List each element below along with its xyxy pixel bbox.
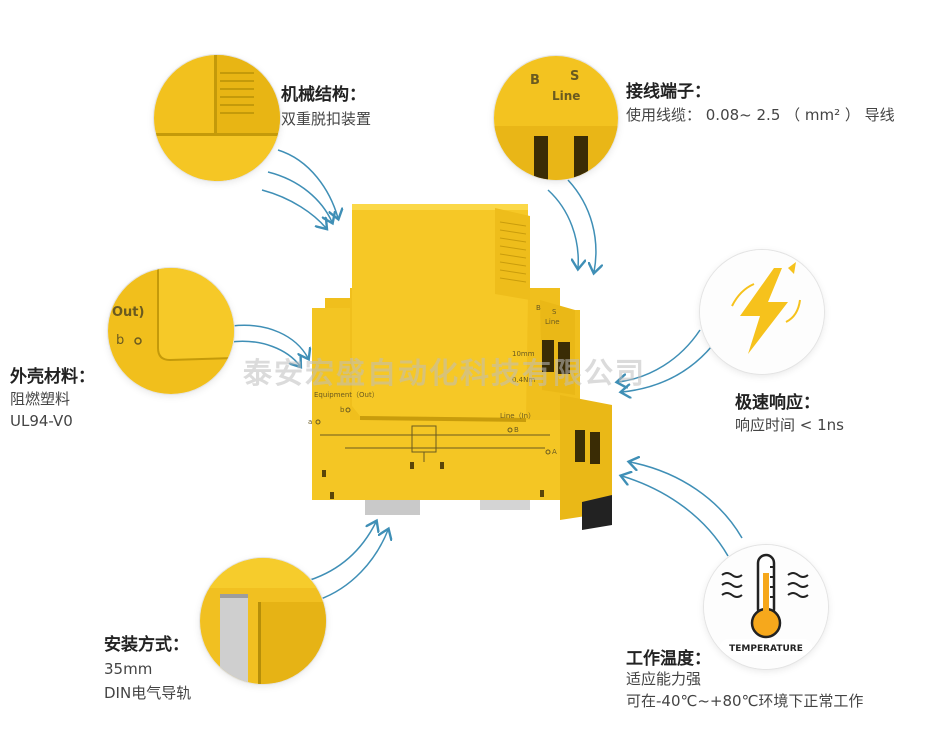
zoom-housing-b: b (116, 333, 124, 348)
zoom-housing-out: Out) (112, 305, 144, 320)
lower-terminal-block (560, 395, 612, 520)
grip-ribs (499, 221, 527, 283)
line-top-label: Line (545, 318, 560, 326)
temperature-title: 工作温度： (626, 649, 711, 669)
thermometer-icon (750, 553, 782, 639)
equipment-label: Equipment（Out） (314, 391, 379, 399)
zoom-circle-terminal: B S Line (494, 56, 618, 180)
housing-desc-1: 阻燃塑料 (10, 390, 71, 408)
company-watermark: 泰安宏盛自动化科技有限公司 (243, 356, 647, 390)
terminal-s-top: S (552, 308, 557, 316)
zoom-circle-temperature: TEMPERATURE (704, 545, 828, 669)
housing-desc-2: UL94-V0 (10, 412, 73, 430)
circuit-diagram (320, 425, 550, 462)
surge-protector-device: Equipment（Out） Line（In） a b B A 10mm 0.4… (308, 204, 612, 530)
terminal-B-label: B (514, 426, 519, 434)
terminal-b-top: B (536, 304, 541, 312)
lightning-icon (740, 268, 788, 354)
arrow-temperature-2 (622, 476, 729, 557)
housing-title: 外壳材料： (10, 367, 95, 387)
terminal-desc: 使用线缆： 0.08~ 2.5 （ mm² ） 导线 (626, 106, 895, 124)
spec-nm-label: 0.4Nm (512, 376, 535, 384)
plug-module (352, 204, 528, 418)
zoom-terminal-b: B (530, 73, 540, 88)
line-label: Line（In） (500, 412, 535, 420)
lower-terminal-slot-2 (590, 432, 600, 464)
mounting-title: 安装方式： (104, 635, 189, 655)
terminal-b-label: b (340, 406, 345, 414)
lower-terminal-slot (575, 430, 585, 462)
response-desc: 响应时间 < 1ns (735, 416, 844, 434)
terminal-A-label: A (552, 448, 557, 456)
din-clip-lever (582, 495, 612, 530)
mechanical-title: 机械结构： (281, 85, 366, 105)
temperature-badge: TEMPERATURE (729, 644, 803, 654)
arrow-temperature (630, 462, 743, 539)
mounting-desc-1: 35mm (104, 660, 153, 678)
temperature-desc-2: 可在-40℃~+80℃环境下正常工作 (626, 692, 864, 710)
upper-terminal-slot-2 (558, 342, 570, 374)
heat-waves-icon (721, 572, 809, 598)
zoom-circle-mechanical (154, 55, 280, 181)
zoom-terminal-s: S (570, 69, 579, 84)
zoom-circle-mounting (200, 558, 326, 684)
temperature-desc-1: 适应能力强 (626, 670, 702, 688)
terminal-a-label: a (308, 418, 312, 426)
terminal-title: 接线端子： (626, 82, 711, 102)
base-vents (322, 462, 544, 499)
spec-mm-label: 10mm (512, 350, 535, 358)
mechanical-desc: 双重脱扣装置 (281, 110, 372, 128)
arrow-mounting-2 (317, 530, 388, 601)
zoom-terminal-line: Line (552, 89, 580, 103)
mounting-desc-2: DIN电气导轨 (104, 684, 192, 702)
response-title: 极速响应： (735, 393, 820, 413)
zoom-circle-housing: Out) b (108, 268, 234, 394)
zoom-circle-response (700, 250, 824, 374)
upper-terminal-slot (542, 340, 554, 372)
